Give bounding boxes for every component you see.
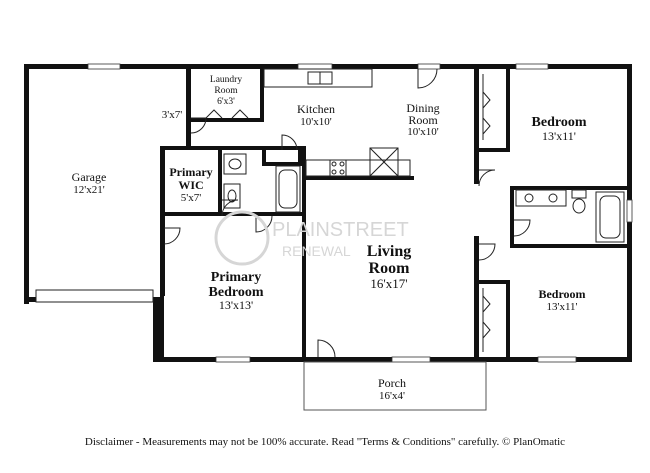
windows xyxy=(87,63,633,363)
fixtures xyxy=(205,68,625,352)
closet-dims: 3'x7' xyxy=(162,109,182,121)
porch-label: Porch xyxy=(378,376,406,390)
porch-dims: 16'x4' xyxy=(379,390,405,402)
doors xyxy=(163,68,531,358)
disclaimer-text: Disclaimer - Measurements may not be 100… xyxy=(84,436,566,448)
dining-dims: 10'x10' xyxy=(407,126,438,138)
watermark-line1: PLAINSTREET xyxy=(272,219,409,241)
porch-outline xyxy=(303,361,487,411)
living-label-line2: Room xyxy=(369,260,411,277)
kitchen-dims: 10'x10' xyxy=(300,116,331,128)
laundry-label-line2: Room xyxy=(214,86,238,96)
bedroom1-dims: 13'x11' xyxy=(542,129,576,143)
watermark-line2: RENEWAL xyxy=(282,243,351,259)
room-labels: Laundry Room 6'x3' 3'x7' Kitchen 10'x10'… xyxy=(72,75,587,402)
watermark: PLAINSTREET RENEWAL xyxy=(214,210,409,266)
interior-walls xyxy=(160,64,630,362)
bedroom1-label: Bedroom xyxy=(532,115,587,130)
bedroom2-dims: 13'x11' xyxy=(546,301,577,313)
living-label-line1: Living xyxy=(367,243,411,260)
primary-bedroom-label-line2: Bedroom xyxy=(209,285,264,300)
dining-label-line1: Dining xyxy=(406,101,439,115)
garage-dims: 12'x21' xyxy=(73,184,104,196)
garage-label: Garage xyxy=(72,170,107,184)
dining-label-line2: Room xyxy=(408,113,438,127)
wic-dims: 5'x7' xyxy=(181,192,201,204)
kitchen-label: Kitchen xyxy=(297,102,335,116)
laundry-label-line1: Laundry xyxy=(210,75,242,85)
wic-label-line1: Primary xyxy=(169,165,212,179)
bedroom2-label: Bedroom xyxy=(538,287,585,301)
primary-bedroom-label-line1: Primary xyxy=(211,270,262,285)
primary-bedroom-dims: 13'x13' xyxy=(219,298,253,312)
living-dims: 16'x17' xyxy=(370,276,407,291)
laundry-dims: 6'x3' xyxy=(217,97,235,107)
wic-label-line2: WIC xyxy=(178,178,203,192)
